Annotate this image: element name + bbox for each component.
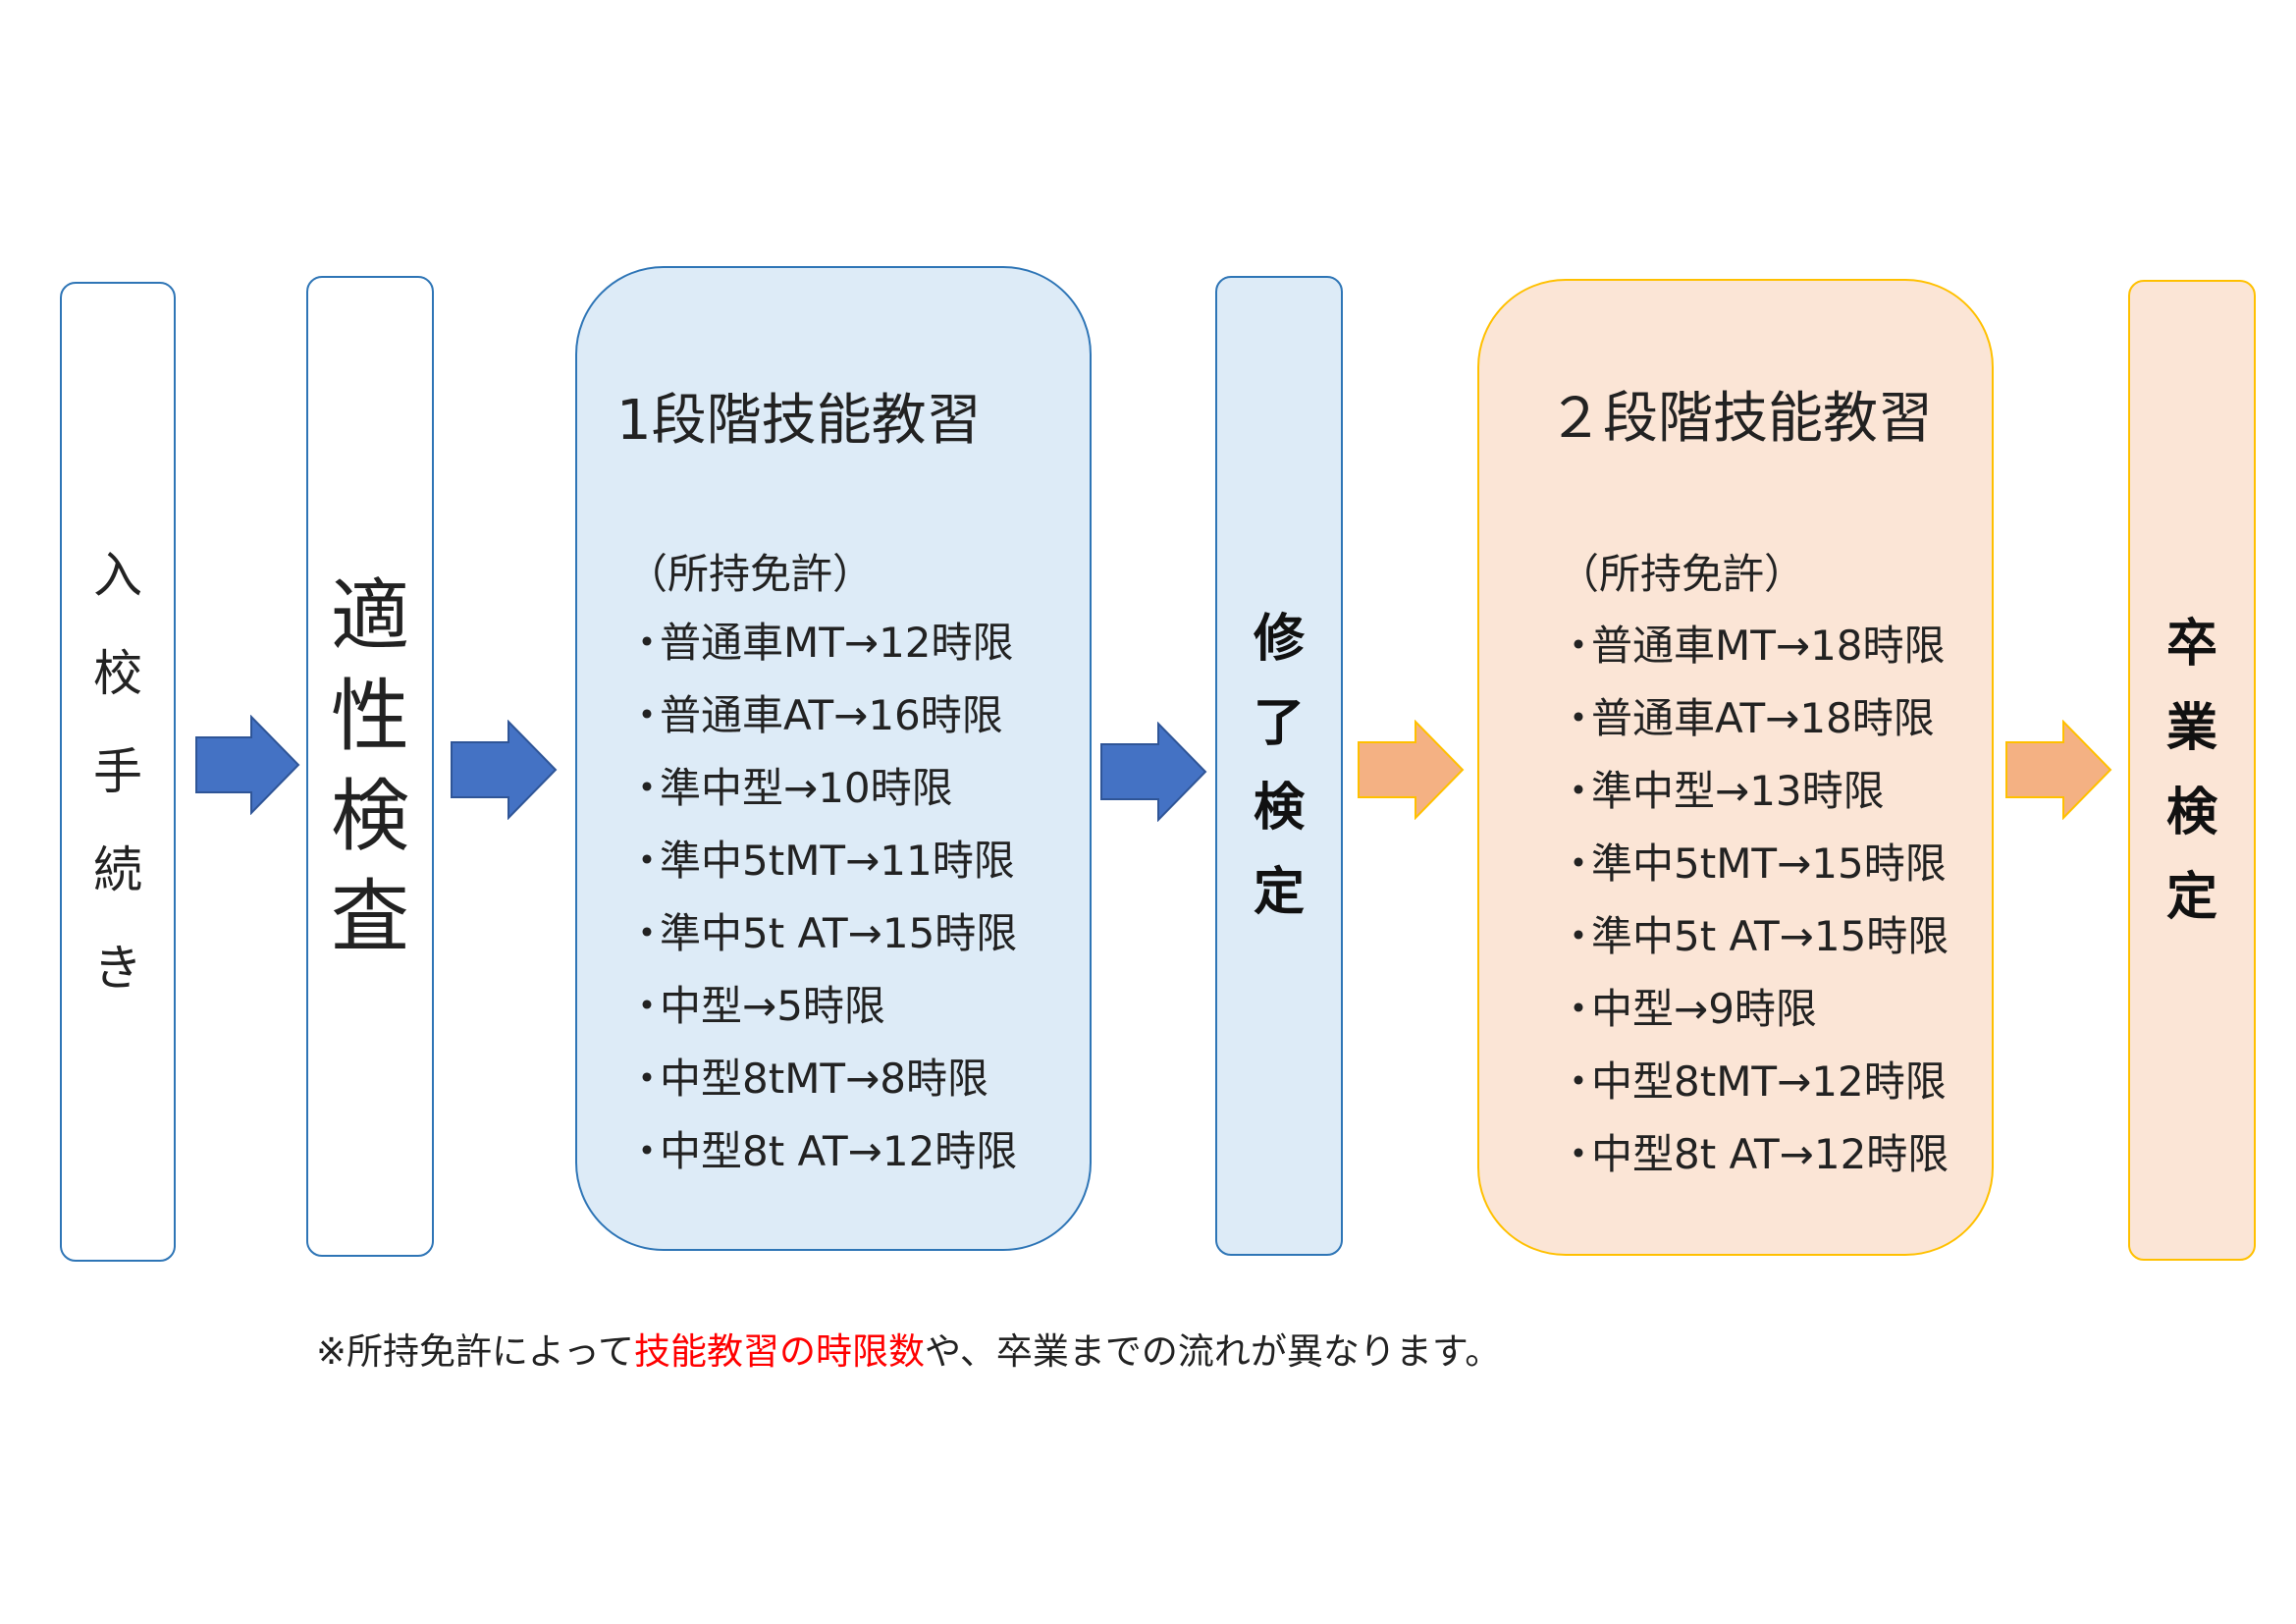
stage1-lesson-list: ・普通車MT→12時限 ・普通車AT→16時限 ・準中型→10時限 ・準中5tM… [626, 607, 1017, 1188]
step-aptitude-char: 検 [331, 770, 409, 862]
bullet-icon: ・ [1558, 767, 1600, 815]
bullet-icon: ・ [626, 909, 668, 957]
list-item: ・準中型→13時限 [1558, 755, 1949, 828]
bullet-icon: ・ [1558, 694, 1600, 742]
bullet-icon: ・ [626, 619, 668, 667]
list-item: ・普通車AT→16時限 [626, 679, 1017, 752]
stage1-lesson-box: 1段階技能教習 （所持免許） ・普通車MT→12時限 ・普通車AT→16時限 ・… [575, 266, 1092, 1251]
list-item-text: 中型8tMT→8時限 [660, 1055, 988, 1103]
list-item: ・普通車MT→12時限 [626, 607, 1017, 679]
list-item-text: 準中型→10時限 [660, 764, 953, 812]
list-item-text: 普通車MT→12時限 [660, 619, 1014, 667]
step-enrollment-char: 校 [93, 645, 142, 702]
footnote-highlight: 技能教習の時限数 [634, 1330, 926, 1373]
arrow-right-icon [1100, 722, 1207, 822]
bullet-icon: ・ [1558, 912, 1600, 960]
step-enrollment-char: 手 [93, 743, 142, 800]
list-item: ・中型8t AT→12時限 [1558, 1118, 1949, 1191]
step-mid-exam-char: 了 [1253, 694, 1305, 753]
bullet-icon: ・ [1558, 1057, 1600, 1106]
stage2-lesson-list: ・普通車MT→18時限 ・普通車AT→18時限 ・準中型→13時限 ・準中5tM… [1558, 610, 1949, 1191]
step-aptitude-char: 適 [331, 569, 409, 662]
list-item-text: 中型→9時限 [1591, 985, 1817, 1033]
list-item-text: 準中5tMT→15時限 [1591, 839, 1947, 888]
list-item: ・普通車AT→18時限 [1558, 682, 1949, 755]
step-final-exam-char: 定 [2165, 867, 2217, 927]
list-item: ・中型8t AT→12時限 [626, 1115, 1017, 1188]
bullet-icon: ・ [1558, 839, 1600, 888]
list-item: ・準中5tMT→11時限 [626, 825, 1017, 897]
footnote: ※所持免許によって技能教習の時限数や、卒業までの流れが異なります。 [316, 1322, 1501, 1375]
step-aptitude-test-box: 適 性 検 査 [306, 276, 434, 1257]
list-item: ・中型→5時限 [626, 970, 1017, 1043]
footnote-prefix: ※所持免許によって [316, 1330, 635, 1373]
footnote-suffix: や、卒業までの流れが異なります。 [925, 1330, 1502, 1373]
step-enrollment-char: 入 [93, 547, 142, 604]
list-item: ・中型→9時限 [1558, 973, 1949, 1046]
step-mid-exam-char: 検 [1253, 779, 1305, 838]
bullet-icon: ・ [626, 764, 668, 812]
bullet-icon: ・ [1558, 985, 1600, 1033]
step-enrollment-char: 続 [93, 841, 142, 898]
step-aptitude-char: 査 [331, 870, 409, 962]
arrow-right-icon [1358, 720, 1465, 820]
arrow-right-icon [451, 720, 558, 820]
step-final-exam-box: 卒 業 検 定 [2128, 280, 2256, 1261]
list-item-text: 普通車AT→18時限 [1591, 694, 1935, 742]
step-final-exam-char: 業 [2165, 698, 2217, 758]
list-item-text: 準中5t AT→15時限 [1591, 912, 1949, 960]
list-item-text: 準中5t AT→15時限 [660, 909, 1018, 957]
step-enrollment-char: き [93, 940, 142, 997]
step-mid-exam-box: 修 了 検 定 [1215, 276, 1343, 1256]
list-item-text: 準中型→13時限 [1591, 767, 1885, 815]
list-item-text: 中型8tMT→12時限 [1591, 1057, 1947, 1106]
bullet-icon: ・ [1558, 622, 1600, 670]
list-item: ・中型8tMT→8時限 [626, 1043, 1017, 1115]
stage2-lesson-box: ２段階技能教習 （所持免許） ・普通車MT→18時限 ・普通車AT→18時限 ・… [1477, 279, 1994, 1256]
list-item: ・中型8tMT→12時限 [1558, 1046, 1949, 1118]
list-item-text: 普通車AT→16時限 [660, 691, 1003, 739]
bullet-icon: ・ [626, 982, 668, 1030]
stage1-title: 1段階技能教習 [616, 389, 982, 453]
step-mid-exam-char: 修 [1253, 610, 1305, 669]
step-aptitude-char: 性 [331, 670, 409, 762]
arrow-right-icon [2005, 720, 2112, 820]
step-final-exam-char: 検 [2165, 783, 2217, 842]
bullet-icon: ・ [626, 1055, 668, 1103]
list-item-text: 普通車MT→18時限 [1591, 622, 1946, 670]
step-final-exam-char: 卒 [2165, 614, 2217, 674]
stage2-title: ２段階技能教習 [1548, 387, 1933, 451]
list-item-text: 準中5tMT→11時限 [660, 837, 1015, 885]
list-item: ・準中5t AT→15時限 [626, 897, 1017, 970]
stage2-subtitle: （所持免許） [1558, 550, 1806, 598]
bullet-icon: ・ [1558, 1130, 1600, 1178]
list-item: ・準中型→10時限 [626, 752, 1017, 825]
list-item-text: 中型8t AT→12時限 [660, 1127, 1018, 1175]
stage1-subtitle: （所持免許） [626, 550, 875, 598]
step-mid-exam-char: 定 [1253, 863, 1305, 922]
list-item: ・普通車MT→18時限 [1558, 610, 1949, 682]
list-item-text: 中型→5時限 [660, 982, 885, 1030]
bullet-icon: ・ [626, 1127, 668, 1175]
step-enrollment-box: 入 校 手 続 き [60, 282, 176, 1262]
list-item-text: 中型8t AT→12時限 [1591, 1130, 1949, 1178]
bullet-icon: ・ [626, 691, 668, 739]
list-item: ・準中5tMT→15時限 [1558, 828, 1949, 900]
list-item: ・準中5t AT→15時限 [1558, 900, 1949, 973]
bullet-icon: ・ [626, 837, 668, 885]
arrow-right-icon [195, 715, 300, 815]
